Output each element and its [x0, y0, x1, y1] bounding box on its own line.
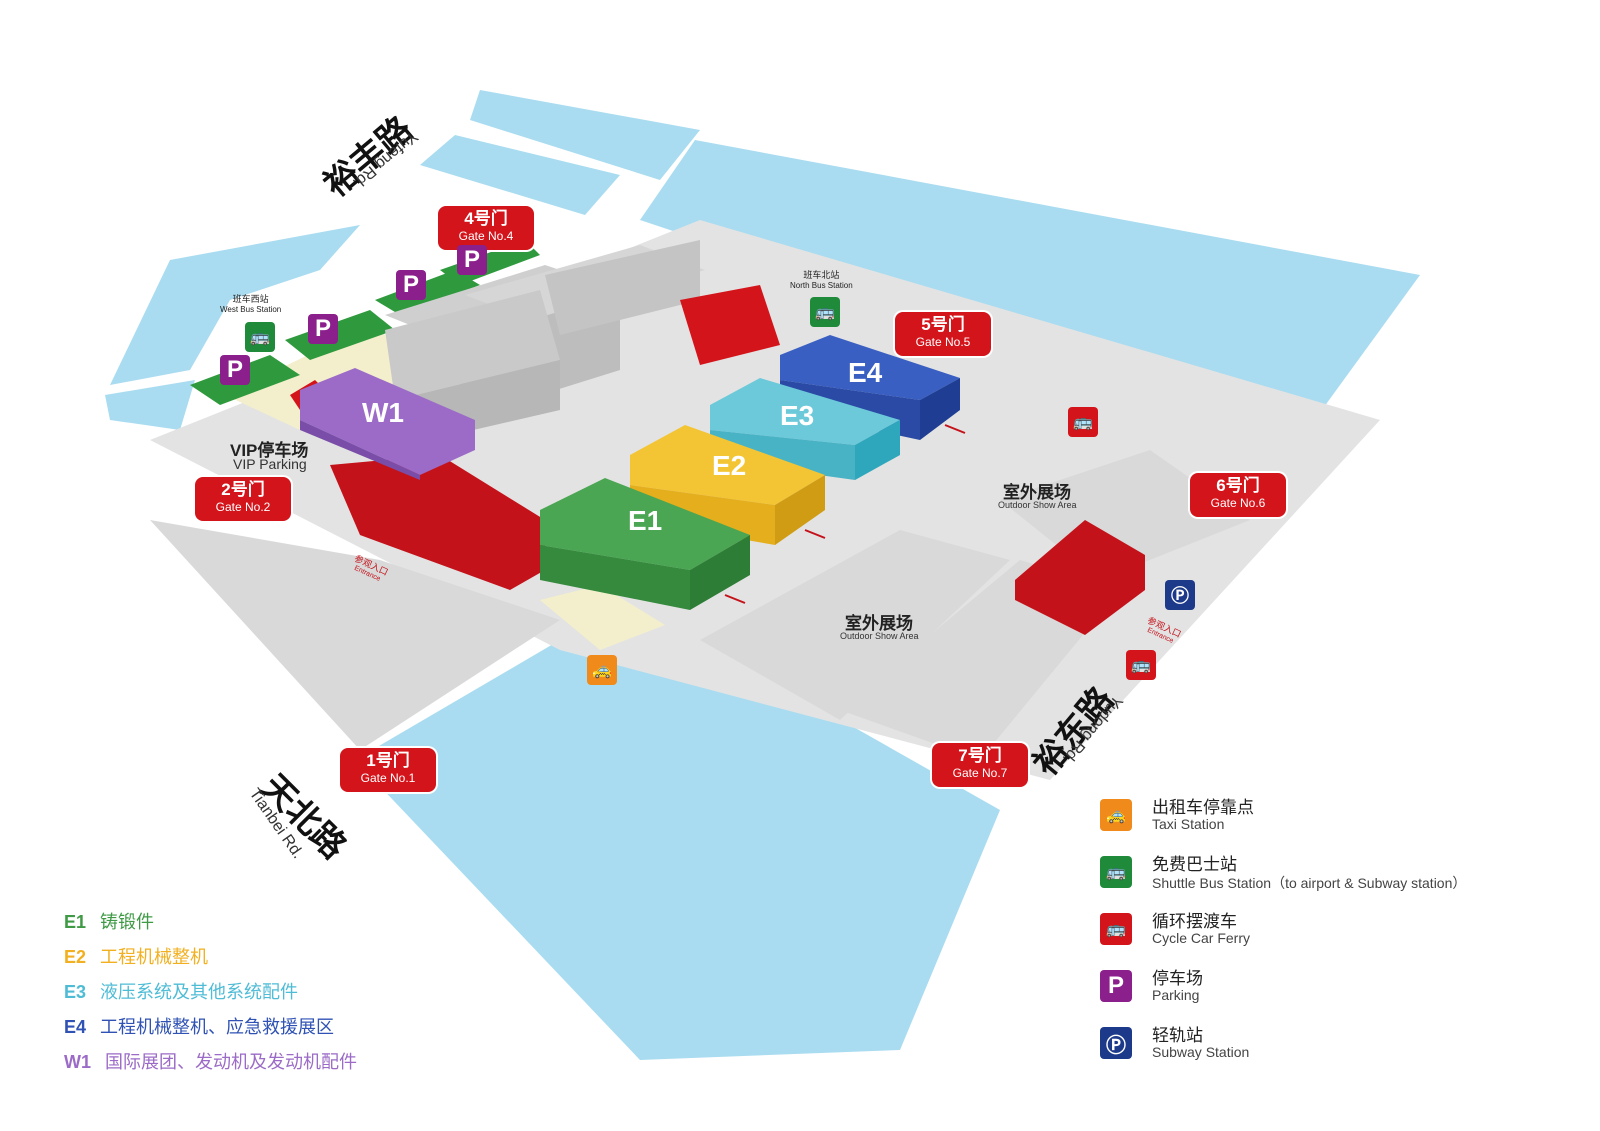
gate-5-en: Gate No.5	[915, 335, 971, 349]
zone-code: E2	[64, 947, 87, 967]
north-bus-station-en: North Bus Station	[790, 281, 853, 290]
zone-text: 国际展团、发动机及发动机配件	[105, 1052, 357, 1072]
hall-label-E3: E3	[780, 400, 814, 431]
hall-label-E2: E2	[712, 450, 746, 481]
legend-subway-cn: 轻轨站	[1152, 1026, 1203, 1045]
vip-parking-en: VIP Parking	[233, 456, 307, 472]
outdoor-area-1-cn: 室外展场	[1003, 483, 1071, 502]
hall-E1[interactable]	[540, 478, 750, 610]
hall-label-E1: E1	[628, 505, 662, 536]
gate-5-cn: 5号门	[921, 315, 965, 334]
zone-legend-e1: E1 铸锻件	[64, 905, 357, 940]
gate-2-en: Gate No.2	[215, 500, 271, 514]
gate-6[interactable]: 6号门 Gate No.6	[1190, 473, 1286, 517]
zone-legend-w1: W1 国际展团、发动机及发动机配件	[64, 1045, 357, 1080]
legend-subway-en: Subway Station	[1152, 1044, 1250, 1060]
hall-E3[interactable]	[710, 378, 900, 480]
west-bus-station-en: West Bus Station	[220, 305, 282, 314]
parking-icon[interactable]: P	[308, 314, 338, 344]
zone-text: 工程机械整机	[100, 947, 209, 967]
subway-icon[interactable]: Ⓟ	[1165, 580, 1195, 610]
gate-4-en: Gate No.4	[458, 229, 514, 243]
bus-icon[interactable]: 🚌	[245, 322, 275, 352]
ferry-bus-icon: 🚌	[1100, 913, 1132, 945]
gate-7-en: Gate No.7	[952, 766, 1008, 780]
zone-code: E1	[64, 912, 87, 932]
parking-icon[interactable]: P	[396, 270, 426, 300]
hall-W1[interactable]	[300, 368, 475, 480]
gate-4-cn: 4号门	[464, 209, 508, 228]
zone-legend-e4: E4 工程机械整机、应急救援展区	[64, 1010, 357, 1045]
taxi-icon: 🚕	[1100, 799, 1132, 831]
parking-icon[interactable]: P	[220, 355, 250, 385]
vip-parking-cn: VIP停车场	[230, 441, 309, 460]
gate-1[interactable]: 1号门 Gate No.1	[340, 748, 436, 792]
hall-label-E4: E4	[848, 357, 883, 388]
bus-icon: 🚌	[1100, 856, 1132, 888]
gate-6-en: Gate No.6	[1210, 496, 1266, 510]
parking-icon[interactable]: P	[457, 245, 487, 275]
gate-2[interactable]: 2号门 Gate No.2	[195, 477, 291, 521]
bus-icon[interactable]: 🚌	[810, 297, 840, 327]
zone-code: E3	[64, 982, 87, 1002]
zone-legend-e2: E2 工程机械整机	[64, 940, 357, 975]
north-bus-station-label: 班车北站 North Bus Station	[790, 268, 853, 290]
legend-parking-cn: 停车场	[1152, 969, 1203, 988]
legend-ferry-en: Cycle Car Ferry	[1152, 930, 1251, 946]
zone-code: W1	[64, 1052, 91, 1072]
ferry-bus-icon[interactable]: 🚌	[1068, 407, 1098, 437]
outdoor-area-2-cn: 室外展场	[845, 614, 913, 633]
zone-code: E4	[64, 1017, 87, 1037]
north-bus-station-cn: 班车北站	[803, 270, 840, 280]
subway-icon: Ⓟ	[1100, 1027, 1132, 1059]
outdoor-area-1-en: Outdoor Show Area	[998, 500, 1077, 510]
taxi-icon[interactable]: 🚕	[587, 655, 617, 685]
parking-icon: P	[1100, 970, 1132, 1002]
zone-legend: E1 铸锻件 E2 工程机械整机 E3 液压系统及其他系统配件 E4 工程机械整机、应急…	[64, 905, 357, 1080]
west-bus-station-label: 班车西站 West Bus Station	[220, 292, 281, 314]
hall-E2[interactable]	[630, 425, 825, 545]
gate-1-en: Gate No.1	[360, 771, 416, 785]
legend-taxi-cn: 出租车停靠点	[1152, 798, 1254, 817]
passage-arrows	[724, 424, 966, 604]
hall-label-W1: W1	[362, 397, 404, 428]
gate-6-cn: 6号门	[1216, 476, 1260, 495]
gate-7-cn: 7号门	[958, 746, 1002, 765]
outdoor-area-2-en: Outdoor Show Area	[840, 631, 919, 641]
legend-shuttle-cn: 免费巴士站	[1152, 855, 1237, 874]
gate-2-cn: 2号门	[221, 480, 265, 499]
legend-shuttle-en: Shuttle Bus Station（to airport & Subway …	[1152, 875, 1467, 891]
gate-5[interactable]: 5号门 Gate No.5	[895, 312, 991, 356]
zone-text: 铸锻件	[100, 912, 155, 932]
zone-legend-e3: E3 液压系统及其他系统配件	[64, 975, 357, 1010]
legend-taxi-en: Taxi Station	[1152, 816, 1225, 832]
zone-text: 液压系统及其他系统配件	[100, 982, 299, 1002]
gate-4[interactable]: 4号门 Gate No.4	[438, 206, 534, 250]
gate-7[interactable]: 7号门 Gate No.7	[932, 743, 1028, 787]
water-areas	[105, 90, 1420, 1060]
ferry-bus-icon[interactable]: 🚌	[1126, 650, 1156, 680]
zone-text: 工程机械整机、应急救援展区	[100, 1017, 335, 1037]
legend-parking-en: Parking	[1152, 987, 1200, 1003]
gate-1-cn: 1号门	[366, 751, 410, 770]
west-bus-station-cn: 班车西站	[232, 294, 269, 304]
legend-ferry-cn: 循环摆渡车	[1152, 912, 1237, 931]
